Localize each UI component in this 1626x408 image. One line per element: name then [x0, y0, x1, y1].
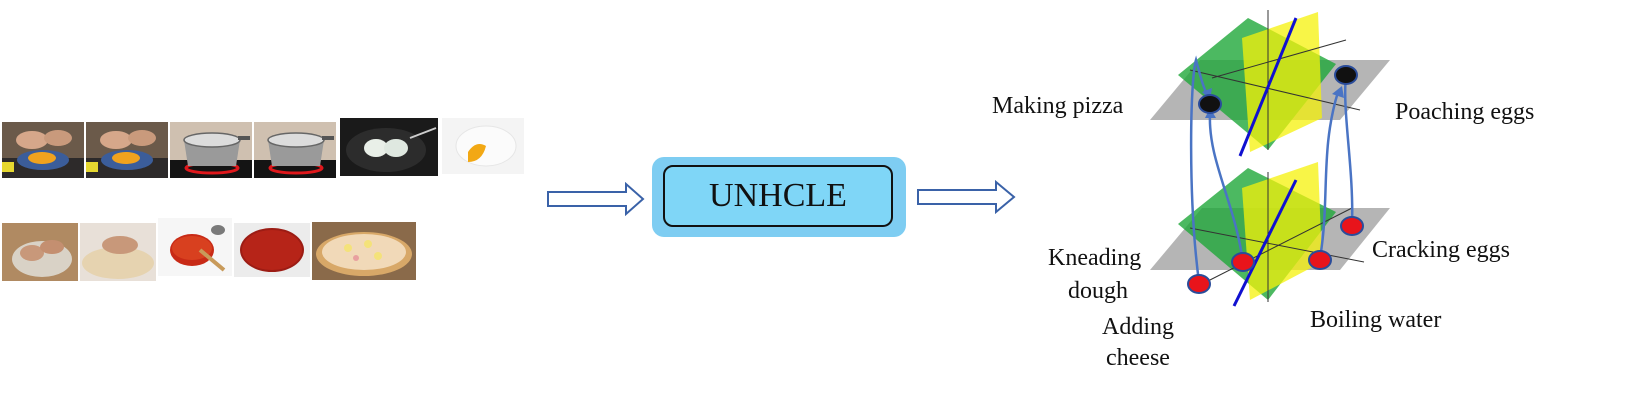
label-boiling-water: Boiling water [1310, 307, 1442, 333]
pizza-frame-cheese [312, 222, 416, 280]
upper-cross-axis-2 [1189, 69, 1361, 111]
label-kneading-dough-line1: Kneading [1048, 245, 1142, 271]
label-kneading-dough-line2: dough [1068, 278, 1128, 304]
lower-blue-axis [1232, 179, 1298, 307]
node-poaching-eggs [1334, 65, 1358, 85]
upper-blue-axis [1238, 17, 1298, 157]
model-label: UNHCLE [663, 165, 893, 227]
label-cracking-eggs: Cracking eggs [1372, 237, 1510, 263]
egg-frame-poaching [340, 118, 438, 176]
label-adding-cheese-line1: Adding [1102, 314, 1174, 340]
egg-frame-boiling-2 [254, 122, 336, 178]
egg-frame-poached-egg [442, 118, 524, 174]
lower-yellow-plane [1242, 162, 1322, 300]
label-adding-cheese-line2: cheese [1106, 345, 1170, 371]
model-box: UNHCLE [652, 157, 906, 237]
node-cracking-eggs [1340, 216, 1364, 236]
egg-frame-cracking-2 [86, 122, 168, 178]
label-making-pizza: Making pizza [992, 93, 1124, 119]
pizza-frame-kneading [2, 223, 78, 281]
node-kneading-dough [1231, 252, 1255, 272]
link-boiling-to-eggs [1318, 91, 1340, 259]
label-poaching-eggs: Poaching eggs [1395, 99, 1535, 125]
pizza-frame-flattening [80, 223, 156, 281]
pizza-frame-sauce-base [234, 223, 310, 277]
upper-yellow-plane [1242, 12, 1322, 152]
node-adding-cheese [1187, 274, 1211, 294]
pizza-frame-sauce-pot [158, 218, 232, 276]
node-boiling-water [1308, 250, 1332, 270]
arrow-to-model [547, 182, 645, 216]
node-making-pizza [1198, 94, 1222, 114]
embedding-space [1150, 10, 1390, 307]
egg-frame-cracking-1 [2, 122, 84, 178]
arrow-to-space [917, 180, 1016, 214]
link-sauce-to-pizza [1208, 113, 1245, 263]
link-cracking-to-eggs [1343, 75, 1354, 225]
egg-frame-boiling-1 [170, 122, 252, 178]
lower-cross-axis-2 [1189, 227, 1365, 263]
link-kneading-to-pizza [1189, 55, 1210, 283]
